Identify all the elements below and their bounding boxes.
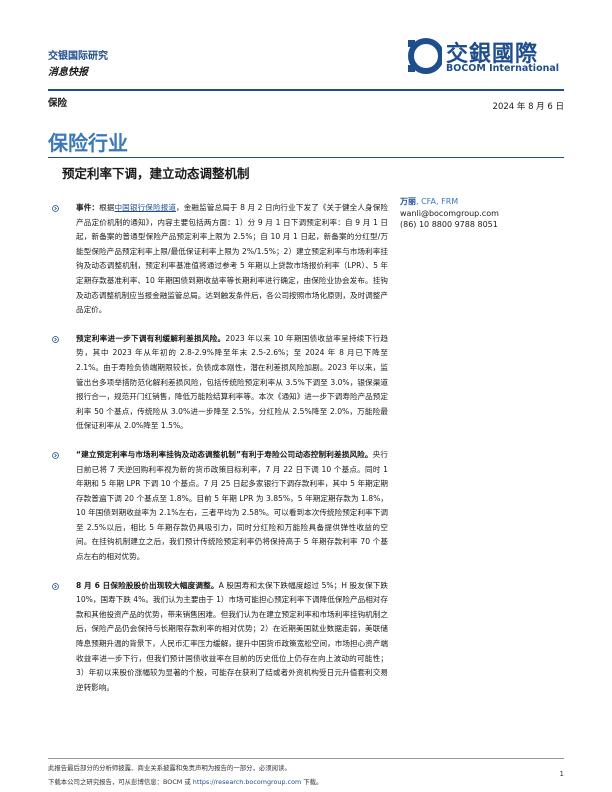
chevron-bullet-icon xyxy=(52,335,59,343)
chevron-bullet-icon xyxy=(52,205,59,212)
paragraph-lead: 预定利率进一步下调有利缓解利差损风险。 xyxy=(76,333,226,343)
subscribe-suffix: 下载。 xyxy=(301,778,323,786)
sector-title: 保险行业 xyxy=(48,131,128,155)
page-number: 1 xyxy=(559,770,564,778)
footer-disclaimer: 此报告最后部分的分析师披露、商业关系披露和免责声明为报告的一部分，必须阅读。 xyxy=(48,764,291,772)
logo-english-name: BOCOM International xyxy=(446,63,560,74)
logo-chinese-name: 交銀國際 xyxy=(446,42,539,67)
footer-rule xyxy=(48,758,564,759)
source-link[interactable]: 中国银行保险报道 xyxy=(114,203,177,212)
header-rule xyxy=(48,89,564,91)
chevron-bullet-icon xyxy=(52,582,59,590)
analyst-email[interactable]: wanli@bocomgroup.com xyxy=(400,208,499,218)
company-logo: 交銀國際 BOCOM International xyxy=(404,34,576,78)
logo-mark-icon xyxy=(408,38,442,74)
analyst-phone: (86) 10 8800 9788 8051 xyxy=(400,220,498,229)
research-site-link[interactable]: https://research.bocomgroup.com xyxy=(192,778,302,786)
paragraph: 事件：根据中国银行保险报道，金融监管总局于 8 月 2 日向行业下发了《关于健全… xyxy=(76,201,388,318)
sector-tag: 保险 xyxy=(48,98,68,109)
paragraph-prefix: 根据 xyxy=(99,203,115,212)
paragraph-lead: 8 月 6 日保险股股价出现较大幅度调整。 xyxy=(76,580,219,590)
analyst-name: 万丽 xyxy=(400,197,416,206)
section-event: 事件：根据中国银行保险报道，金融监管总局于 8 月 2 日向行业下发了《关于健全… xyxy=(48,201,388,318)
report-title: 预定利率下调，建立动态调整机制 xyxy=(62,166,250,181)
analyst-info: 万丽, CFA, FRM wanli@bocomgroup.com (86) 1… xyxy=(400,196,499,231)
paragraph: 预定利率进一步下调有利缓解利差损风险。2023 年以来 10 年期国债收益率呈持… xyxy=(76,332,388,434)
paragraph-lead: “建立预定利率与市场利率挂钩及动态调整机制”有利于寿险公司动态控制利差损风险。 xyxy=(76,449,373,459)
paragraph: “建立预定利率与市场利率挂钩及动态调整机制”有利于寿险公司动态控制利差损风险。央… xyxy=(76,448,388,565)
report-body: 事件：根据中国银行保险报道，金融监管总局于 8 月 2 日向行业下发了《关于健全… xyxy=(48,201,388,709)
title-rule xyxy=(48,157,564,158)
paragraph-lead: 事件： xyxy=(76,203,100,212)
analyst-credentials: , CFA, FRM xyxy=(416,197,459,206)
section-stock-adjustment: 8 月 6 日保险股股价出现较大幅度调整。A 股国寿和太保下跌幅度超过 5%；H… xyxy=(48,579,388,696)
report-type: 消息快报 xyxy=(48,67,88,78)
section-rate-cut: 预定利率进一步下调有利缓解利差损风险。2023 年以来 10 年期国债收益率呈持… xyxy=(48,332,388,434)
subscribe-prefix: 下载本公司之研究报告，可从彭博信息：BOCM 或 xyxy=(48,778,193,786)
report-date: 2024 年 8 月 6 日 xyxy=(492,102,564,112)
chevron-bullet-icon xyxy=(52,452,59,459)
section-dynamic-mechanism: “建立预定利率与市场利率挂钩及动态调整机制”有利于寿险公司动态控制利差损风险。央… xyxy=(48,448,388,565)
firm-name: 交银国际研究 xyxy=(48,51,108,62)
footer-subscribe: 下载本公司之研究报告，可从彭博信息：BOCM 或 https://researc… xyxy=(48,777,322,786)
paragraph: 8 月 6 日保险股股价出现较大幅度调整。A 股国寿和太保下跌幅度超过 5%；H… xyxy=(76,579,388,696)
paragraph-text: A 股国寿和太保下跌幅度超过 5%；H 股友保下跌 10%，国寿下跌 4%。我们… xyxy=(76,580,388,692)
paragraph-text: ，金融监管总局于 8 月 2 日向行业下发了《关于健全人身保险产品定价机制的通知… xyxy=(76,203,389,315)
paragraph-text: 2023 年以来 10 年期国债收益率呈持续下行趋势，其中 2023 年从年初的… xyxy=(76,333,388,431)
paragraph-text: 央行日前已将 7 天逆回购利率视为新的货币政策目标利率，7 月 22 日下调 1… xyxy=(76,449,389,562)
